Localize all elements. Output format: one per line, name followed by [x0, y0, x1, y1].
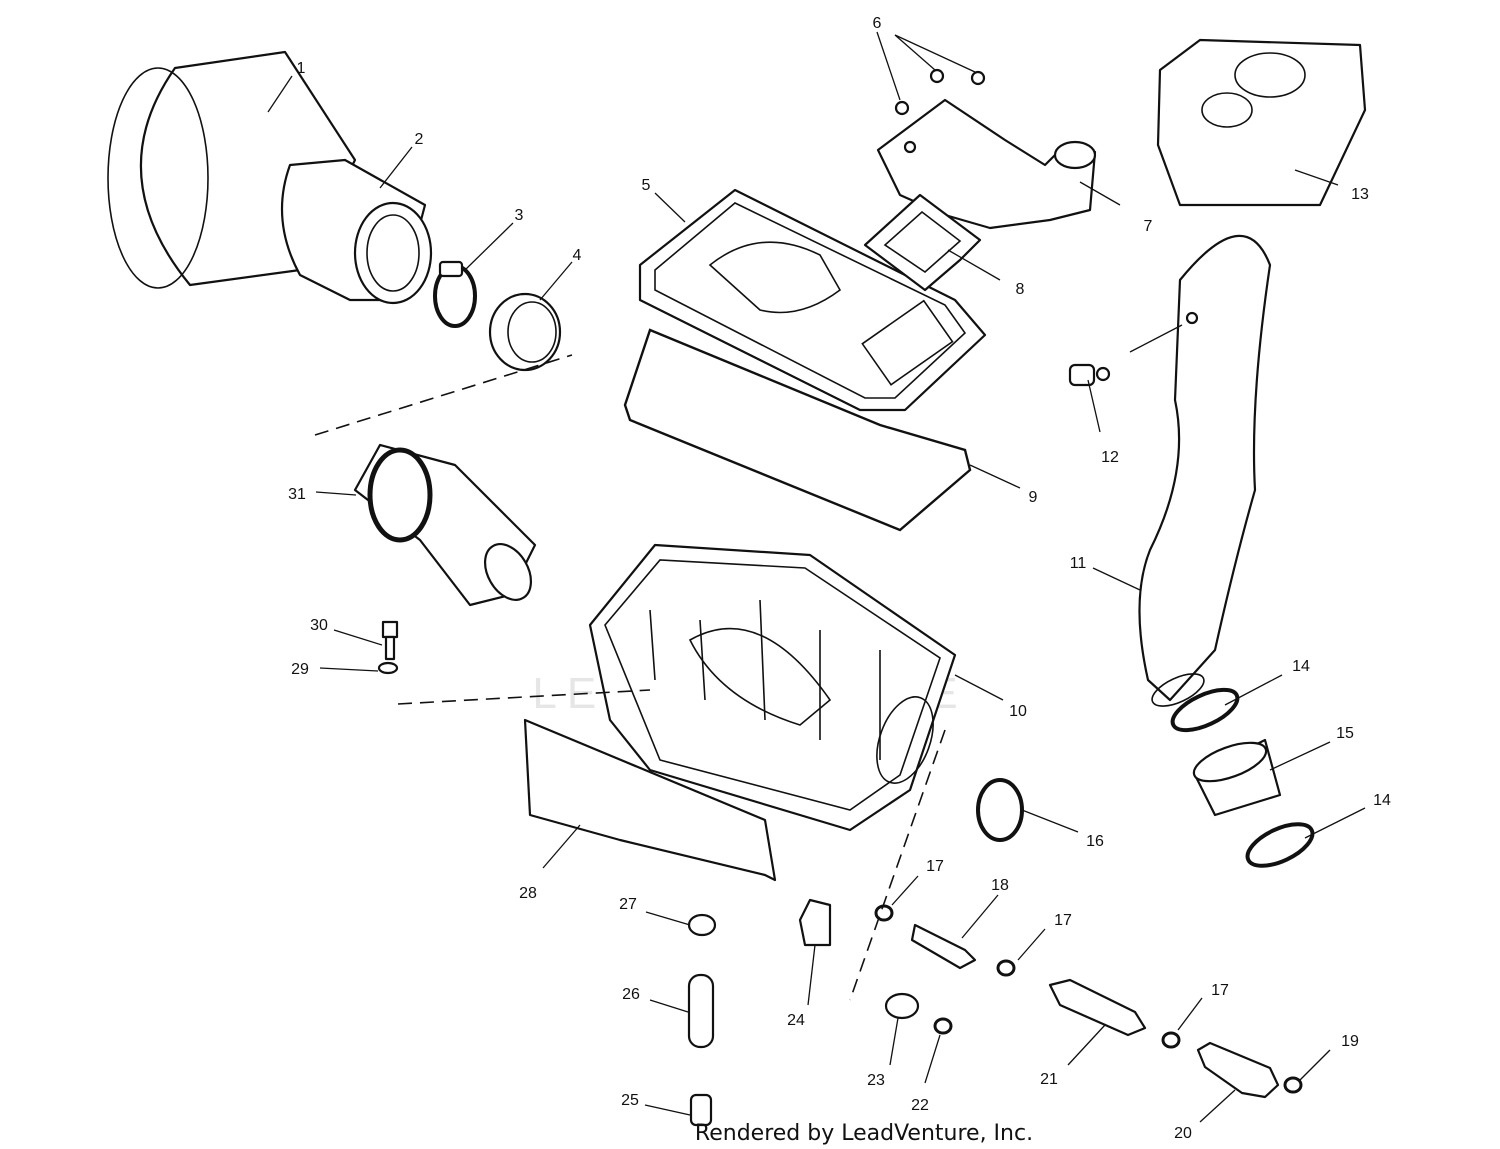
clamp-19: [1283, 1076, 1303, 1094]
callout-16: 16: [1086, 833, 1104, 850]
plug-23: [884, 992, 920, 1020]
callout-1: 1: [297, 60, 306, 77]
assembly-line-drain: [849, 729, 946, 1001]
callout-9: 9: [1029, 489, 1038, 506]
cover-plate-8: [863, 193, 982, 292]
callout-25: 25: [621, 1092, 639, 1109]
callout-23: 23: [867, 1072, 885, 1089]
callout-26: 26: [622, 986, 640, 1003]
hose-clamp-3: [433, 260, 477, 328]
callout-3: 3: [515, 207, 524, 224]
hose-clamp-14-upper: [1170, 687, 1240, 733]
callout-30: 30: [310, 617, 328, 634]
clamp-27: [687, 913, 717, 937]
callout-19: 19: [1341, 1033, 1359, 1050]
callout-29: 29: [291, 661, 309, 678]
callout-14-lower: 14: [1373, 792, 1391, 809]
callout-14-upper: 14: [1292, 658, 1310, 675]
callout-15: 15: [1336, 725, 1354, 742]
side-panel-28: [523, 718, 777, 882]
callout-28: 28: [519, 885, 537, 902]
air-filter-housing: [280, 158, 433, 305]
airbox-base-10: [588, 543, 957, 832]
intake-snorkel-tube-11: [1138, 234, 1272, 707]
callout-20: 20: [1174, 1125, 1192, 1142]
coupler-15: [1192, 738, 1282, 817]
screw-set-6: [894, 68, 986, 116]
tube-20: [1196, 1041, 1280, 1099]
intake-boot-31: [353, 443, 537, 607]
callout-24: 24: [787, 1012, 805, 1029]
callout-4: 4: [573, 247, 582, 264]
coupler-ring-4: [488, 292, 562, 372]
clamp-17-a: [874, 904, 894, 922]
washer-29: [377, 661, 399, 675]
callout-31: 31: [288, 486, 306, 503]
tube-clip-12: [1068, 363, 1111, 387]
callout-17-a: 17: [926, 858, 944, 875]
filter-21: [1048, 978, 1147, 1037]
lid-gasket-9: [623, 328, 972, 532]
hose-clamp-14-lower: [1245, 822, 1315, 868]
assembly-line-bolt: [397, 689, 651, 705]
airbox-lid-5: [638, 188, 987, 412]
callout-13: 13: [1351, 186, 1369, 203]
callout-7: 7: [1144, 218, 1153, 235]
drain-tube-26: [687, 973, 715, 1049]
callout-21: 21: [1040, 1071, 1058, 1088]
clamp-17-c: [1161, 1031, 1181, 1049]
intake-duct-7: [876, 98, 1097, 230]
clamp-17-b: [996, 959, 1016, 977]
callout-11: 11: [1070, 555, 1087, 572]
foam-block-13: [1156, 38, 1367, 207]
callout-2: 2: [415, 131, 424, 148]
callout-5: 5: [642, 177, 651, 194]
callout-22: 22: [911, 1097, 929, 1114]
render-credit: Rendered by LeadVenture, Inc.: [695, 1121, 1033, 1146]
assembly-line-boot: [314, 354, 573, 436]
callout-10: 10: [1009, 703, 1027, 720]
callout-12: 12: [1101, 449, 1119, 466]
callout-17-c: 17: [1211, 982, 1229, 999]
drain-fitting-25: [689, 1093, 713, 1127]
clamp-22: [933, 1017, 953, 1035]
callout-6: 6: [873, 15, 882, 32]
tube-18: [910, 923, 977, 970]
bolt-30: [381, 620, 399, 661]
callout-27: 27: [619, 896, 637, 913]
bracket-24: [798, 898, 832, 947]
callout-17-b: 17: [1054, 912, 1072, 929]
callout-8: 8: [1016, 281, 1025, 298]
hose-clamp-16: [976, 778, 1024, 842]
callout-18: 18: [991, 877, 1009, 894]
leader-lines: [267, 31, 1366, 1123]
